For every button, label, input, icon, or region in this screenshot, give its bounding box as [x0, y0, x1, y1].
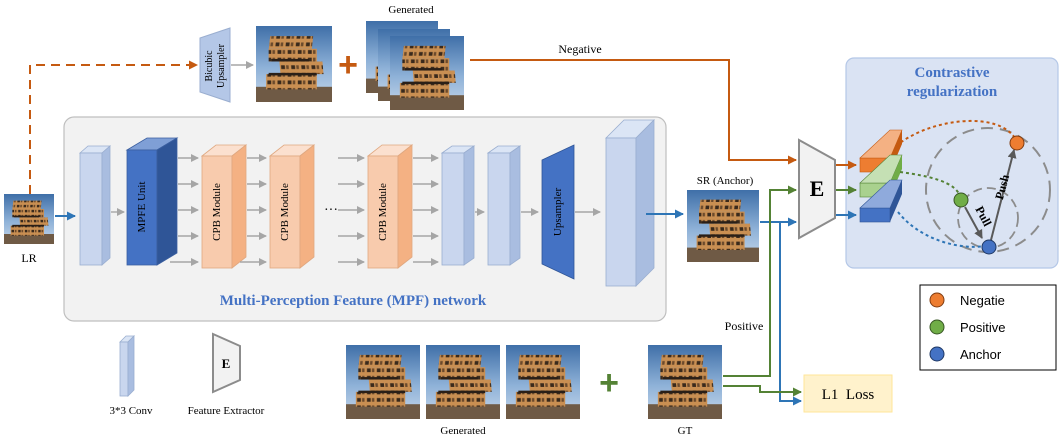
mpfe-unit-label: MPFE Unit — [136, 181, 148, 232]
legend-anchor-swatch — [929, 346, 945, 362]
anchor-point — [981, 239, 997, 255]
cpb-module-1-label: CPB Module — [211, 183, 223, 241]
sr-image — [687, 190, 759, 262]
feature-extractor-main — [798, 138, 836, 240]
generated-top-label: Generated — [388, 4, 434, 16]
pull-arrow — [964, 206, 983, 239]
mpfe-to-cpb1-arrows — [170, 154, 199, 266]
positive-arrow — [723, 185, 797, 377]
legend-positive-label: Positive — [960, 320, 1006, 335]
push-label: Push — [992, 173, 1012, 201]
final-conv-block — [605, 119, 655, 287]
gt-label: GT — [678, 425, 693, 437]
l1-loss-box — [803, 374, 893, 413]
bicubic-upsampled-image — [256, 26, 332, 102]
legend-item-positive: Positive — [929, 319, 1006, 335]
lr-image — [4, 194, 54, 244]
contrastive-panel — [845, 57, 1059, 269]
cpb-module-2-label: CPB Module — [279, 183, 291, 241]
generated-bottom-label: Generated — [440, 425, 486, 437]
legend-negative-swatch — [929, 292, 945, 308]
bicubic-upsampler — [199, 27, 231, 103]
generated-image-3 — [390, 36, 464, 110]
legend-extractor-icon — [212, 332, 241, 394]
upsampler-block — [541, 144, 575, 280]
anchor-feature-bar — [859, 179, 903, 223]
contrastive-title-line2: regularization — [907, 84, 998, 100]
cpb2-to-cpb3-arrows — [338, 154, 365, 266]
positive-dotted-link — [899, 171, 961, 197]
l1-loss-label: L1 Loss — [822, 387, 875, 403]
cpb-module-2 — [268, 144, 316, 269]
positive-label: Positive — [725, 319, 764, 333]
cpb-module-1 — [200, 144, 248, 269]
cpb3-to-conv-arrows — [413, 154, 439, 266]
legend-negative-label: Negatie — [960, 293, 1005, 308]
gt-image — [648, 345, 722, 419]
conv-block-2 — [440, 145, 476, 266]
negative-arrow — [470, 59, 797, 165]
cpb-module-3-label: CPB Module — [377, 183, 389, 241]
generated-bottom-image-3 — [506, 345, 580, 419]
extractor-main-letter: E — [810, 176, 825, 201]
contrastive-title-line1: Contrastive — [915, 65, 990, 81]
generated-bottom-image-1 — [346, 345, 420, 419]
plus-sign-orange: + — [338, 46, 358, 84]
cpb-module-3 — [366, 144, 414, 269]
conv-legend-label: 3*3 Conv — [109, 405, 153, 417]
sr-to-l1-arrow — [762, 221, 802, 406]
network-title: Multi-Perception Feature (MPF) network — [220, 293, 487, 309]
cpb1-to-cpb2-arrows — [240, 154, 267, 266]
bicubic-upsampler-label: Upsampler — [216, 43, 227, 88]
legend-extractor-letter: E — [222, 356, 231, 371]
lr-label: LR — [21, 251, 36, 265]
negative-label: Negative — [558, 42, 601, 56]
generated-bottom-image-2 — [426, 345, 500, 419]
negative-point — [1009, 135, 1025, 151]
legend-positive-swatch — [929, 319, 945, 335]
plus-sign-green: + — [599, 364, 619, 402]
sr-anchor-label: SR (Anchor) — [697, 175, 754, 187]
legend-anchor-label: Anchor — [960, 347, 1002, 362]
mpfe-unit-block — [125, 137, 179, 266]
bicubic-label: Bicubic — [204, 50, 215, 82]
legend-conv-icon — [119, 335, 135, 397]
legend-item-anchor: Anchor — [929, 346, 1002, 362]
positive-point — [953, 192, 969, 208]
conv-block-1 — [78, 145, 112, 266]
lr-to-bicubic-arrow — [29, 60, 198, 194]
conv-block-3 — [486, 145, 522, 266]
upsampler-label: Upsampler — [552, 188, 564, 237]
legend-item-negative: Negatie — [929, 292, 1005, 308]
gt-to-l1-arrow — [723, 385, 802, 397]
push-arrow — [990, 149, 1017, 241]
negative-dotted-link — [895, 119, 1017, 147]
feature-extractor-label: Feature Extractor — [188, 405, 265, 417]
ellipsis-label: ··· — [324, 203, 338, 218]
